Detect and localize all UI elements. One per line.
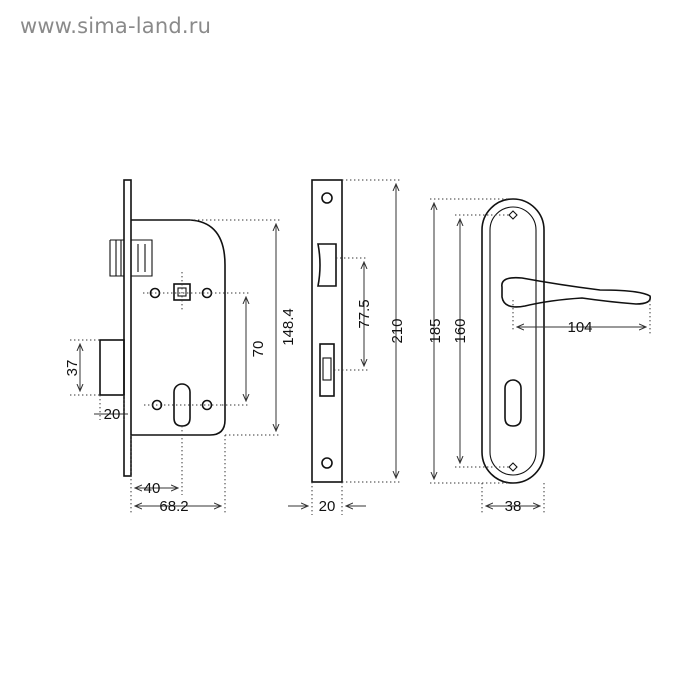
strike-screw-top bbox=[321, 192, 333, 204]
dim-strike-hole-distance: 77.5 bbox=[356, 299, 373, 328]
plate-screw-bottom bbox=[508, 462, 518, 472]
dim-plate-width: 38 bbox=[505, 498, 522, 515]
dim-strike-height: 210 bbox=[389, 318, 406, 343]
latch-opening bbox=[317, 243, 337, 287]
dim-strike-width: 20 bbox=[319, 498, 336, 515]
mortise-lock-view bbox=[70, 179, 280, 515]
dim-bolt-width: 20 bbox=[104, 406, 121, 423]
strike-screw-bottom bbox=[321, 457, 333, 469]
dim-lock-height: 148.4 bbox=[280, 308, 297, 346]
lock-deadbolt bbox=[99, 339, 125, 396]
bolt-opening-inner bbox=[322, 357, 332, 381]
strike-plate-view bbox=[288, 179, 400, 515]
handle-plate-outer bbox=[481, 198, 545, 484]
dim-body-width: 68.2 bbox=[159, 498, 188, 515]
latch-mechanism bbox=[131, 239, 153, 277]
plate-screw-top bbox=[508, 210, 518, 220]
dim-backset: 40 bbox=[144, 480, 161, 497]
handle-plate-view bbox=[430, 198, 652, 515]
bolt-opening bbox=[319, 343, 335, 397]
dim-handle-length: 104 bbox=[567, 319, 592, 336]
dim-center-distance: 70 bbox=[250, 341, 267, 358]
dim-plate-height: 185 bbox=[427, 318, 444, 343]
site-watermark: www.sima-land.ru bbox=[20, 14, 212, 38]
dim-plate-holes-distance: 160 bbox=[452, 318, 469, 343]
handle-cylinder-hole bbox=[504, 379, 522, 427]
handle-plate-inner bbox=[489, 206, 537, 476]
dimension-labels: 148.4 70 37 20 40 68.2 77.5 210 20 185 1… bbox=[64, 299, 593, 515]
strike-plate bbox=[311, 179, 343, 483]
lock-faceplate bbox=[123, 179, 132, 477]
lock-latch bbox=[109, 239, 124, 277]
screw-hole bbox=[201, 399, 213, 411]
cylinder-cutout bbox=[173, 383, 191, 427]
handle-lever bbox=[501, 276, 652, 308]
dim-bolt-height: 37 bbox=[64, 360, 81, 377]
lock-case bbox=[131, 219, 226, 436]
